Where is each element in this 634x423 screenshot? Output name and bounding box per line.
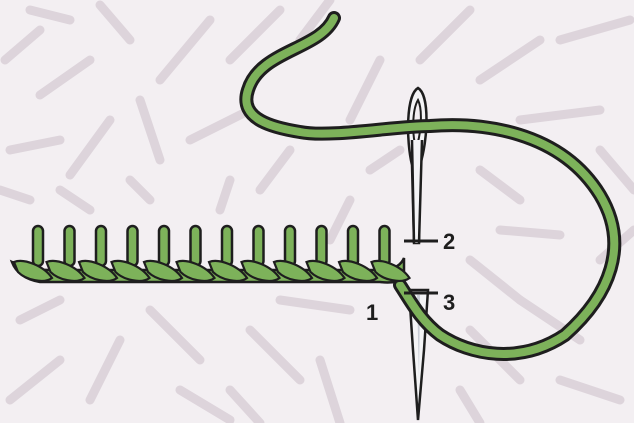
label-point-3: 3 [443, 290, 455, 315]
stitch-post [317, 226, 327, 266]
stitch-post [191, 226, 201, 266]
needle-icon [408, 88, 428, 420]
stitch-post [159, 226, 169, 266]
stitch-post [222, 226, 232, 266]
stitch-post [254, 226, 264, 266]
stitch-post [285, 226, 295, 266]
stitch-post [128, 226, 138, 266]
marker-lines [404, 241, 438, 293]
label-point-2: 2 [443, 229, 455, 254]
stitch-post [348, 226, 358, 266]
stitch-post [96, 226, 106, 266]
stitch-post [33, 226, 43, 266]
stitch-post [65, 226, 75, 266]
label-point-1: 1 [366, 300, 378, 325]
